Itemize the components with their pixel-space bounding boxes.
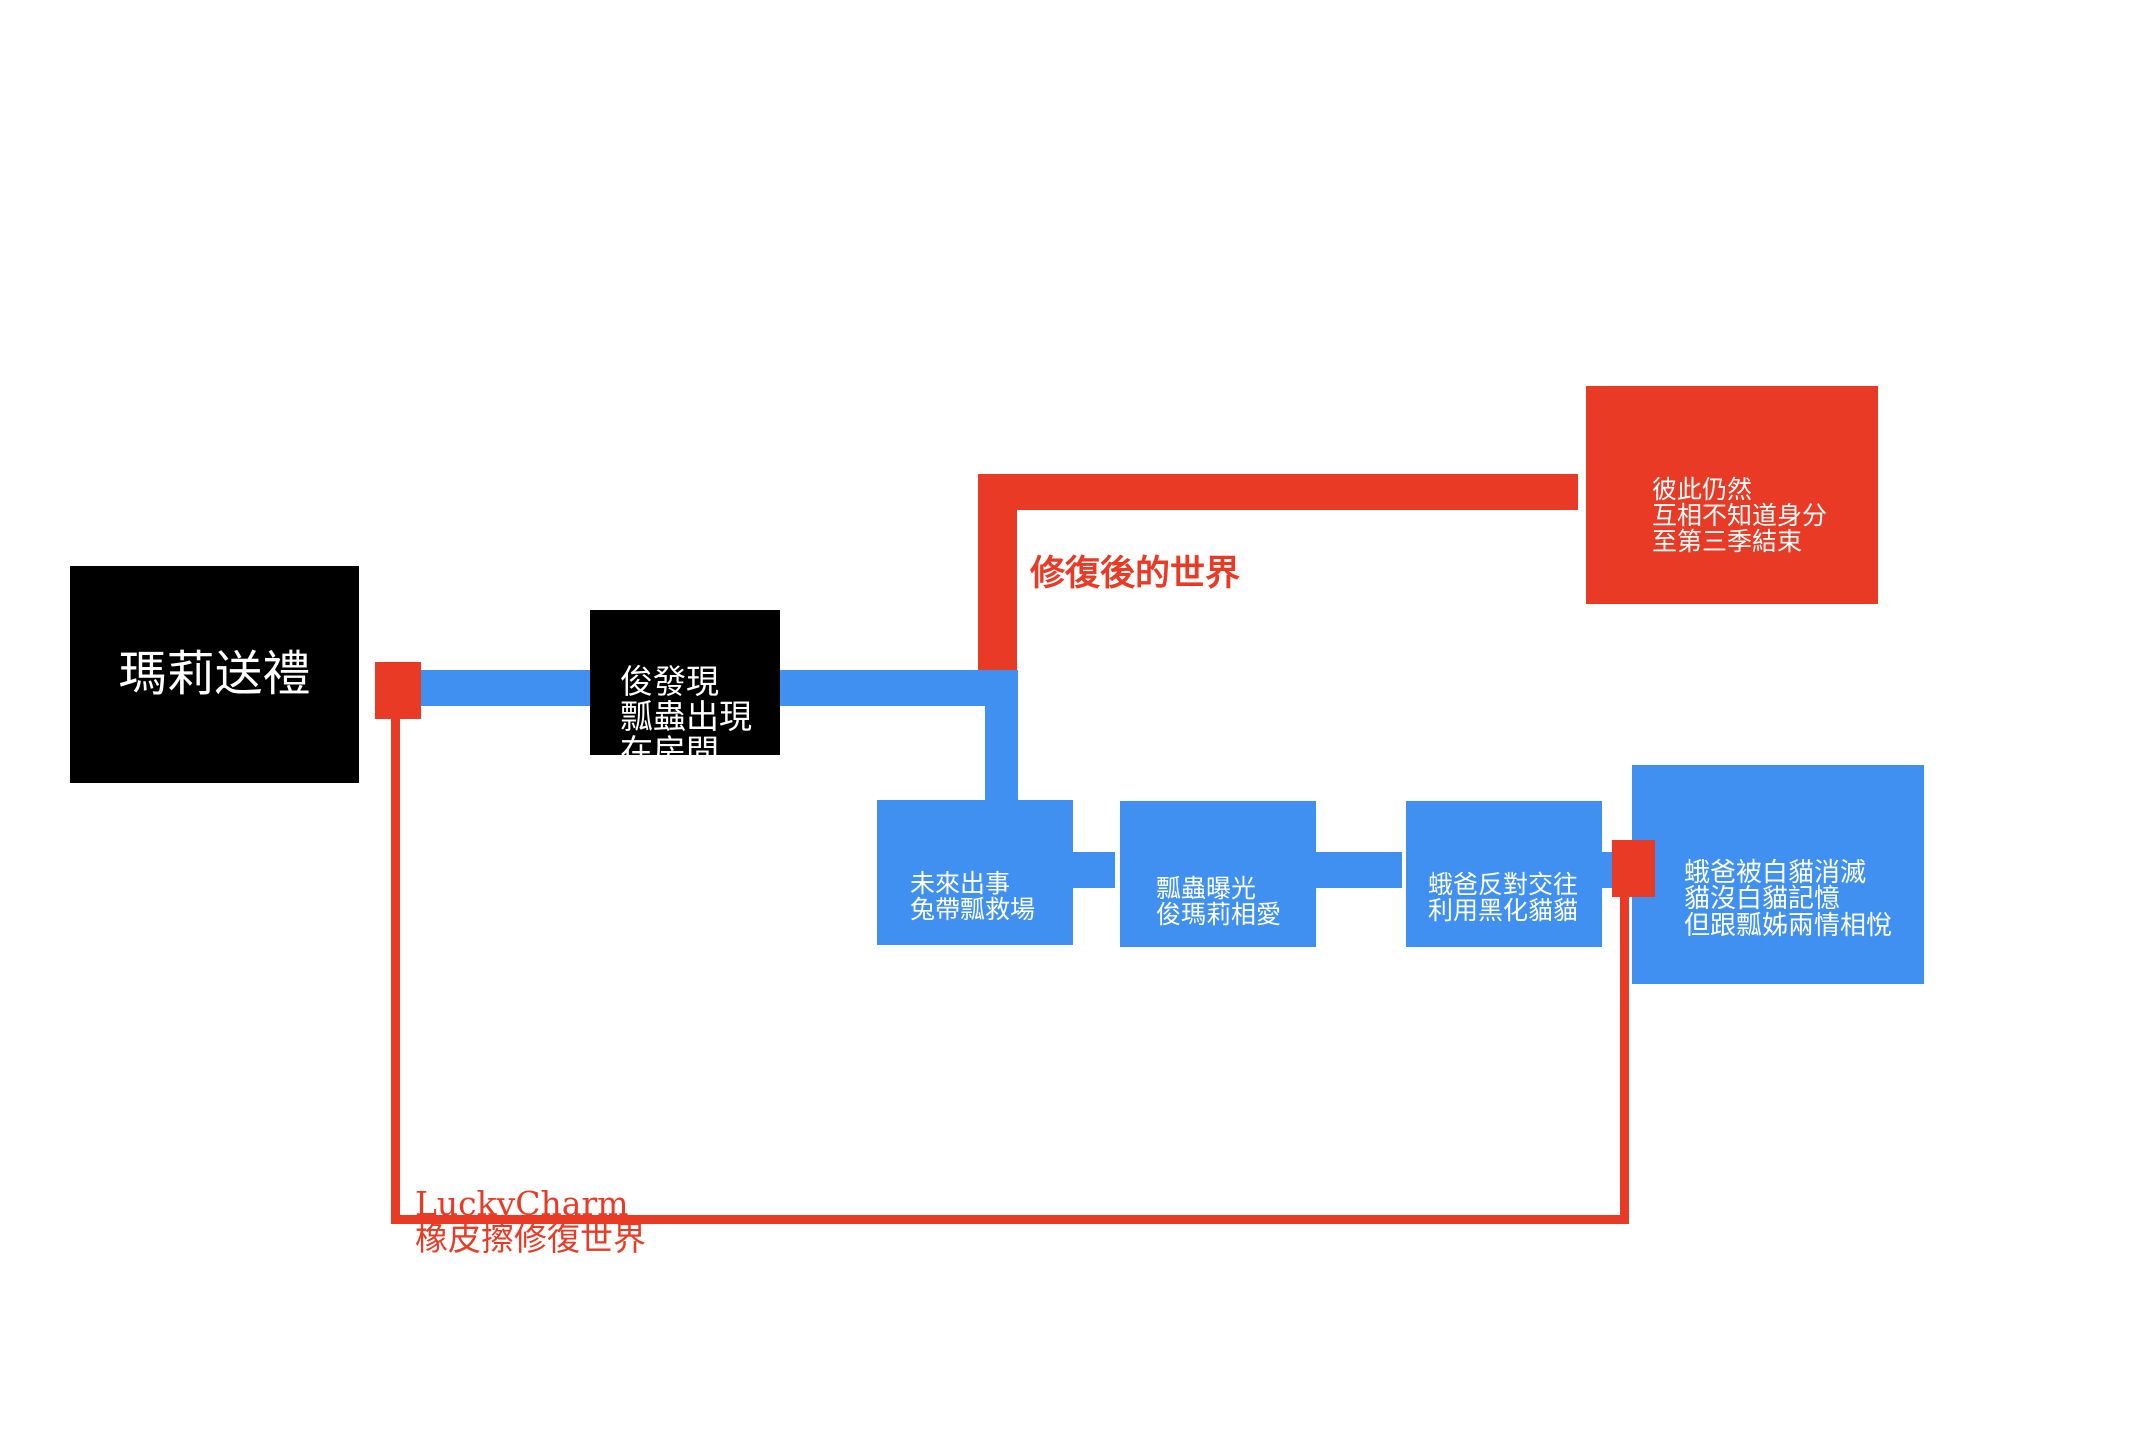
- lucky-charm-loop-left: [391, 710, 400, 1224]
- lucky-charm-loop-right: [1620, 880, 1629, 1224]
- label-restored-world: 修復後的世界: [1030, 553, 1241, 594]
- node-destroyed: 蛾爸被白貓消滅 貓沒白貓記憶 但跟瓢姊兩情相悅: [1632, 765, 1924, 984]
- node-future-text: 未來出事 兔帶瓢救場: [910, 868, 1036, 924]
- lucky-charm-loop-bottom: [391, 1215, 1628, 1224]
- connector-future-to-exposed: [1065, 852, 1115, 888]
- connector-start-to-discover: [420, 670, 590, 706]
- node-start: 瑪莉送禮: [70, 566, 359, 783]
- node-discover: 俊發現 瓢蟲出現 在房間: [590, 610, 780, 769]
- connector-branch-down: [985, 670, 1018, 800]
- node-exposed: 瓢蟲曝光 俊瑪莉相愛: [1120, 801, 1316, 947]
- node-destroyed-text: 蛾爸被白貓消滅 貓沒白貓記憶 但跟瓢姊兩情相悅: [1684, 857, 1893, 941]
- node-discover-text: 俊發現 瓢蟲出現 在房間: [620, 661, 752, 771]
- marker-destroyed: [1612, 840, 1655, 897]
- node-exposed-text: 瓢蟲曝光 俊瑪莉相愛: [1156, 873, 1282, 929]
- connector-exposed-to-oppose: [1305, 852, 1402, 888]
- restored-path-horizontal: [978, 474, 1578, 510]
- node-future: 未來出事 兔帶瓢救場: [877, 800, 1073, 945]
- label-lucky-charm: LuckyCharm 橡皮擦修復世界: [415, 1183, 646, 1259]
- connector-discover-to-branch: [780, 670, 1018, 706]
- node-restored-end-text: 彼此仍然 互相不知道身分 至第三季結束: [1652, 475, 1828, 556]
- node-oppose-text: 蛾爸反對交往 利用黑化貓貓: [1428, 869, 1579, 925]
- node-restored-end: 彼此仍然 互相不知道身分 至第三季結束: [1586, 386, 1878, 604]
- node-oppose: 蛾爸反對交往 利用黑化貓貓: [1406, 801, 1602, 947]
- marker-start: [375, 662, 421, 719]
- node-start-text: 瑪莉送禮: [118, 646, 311, 703]
